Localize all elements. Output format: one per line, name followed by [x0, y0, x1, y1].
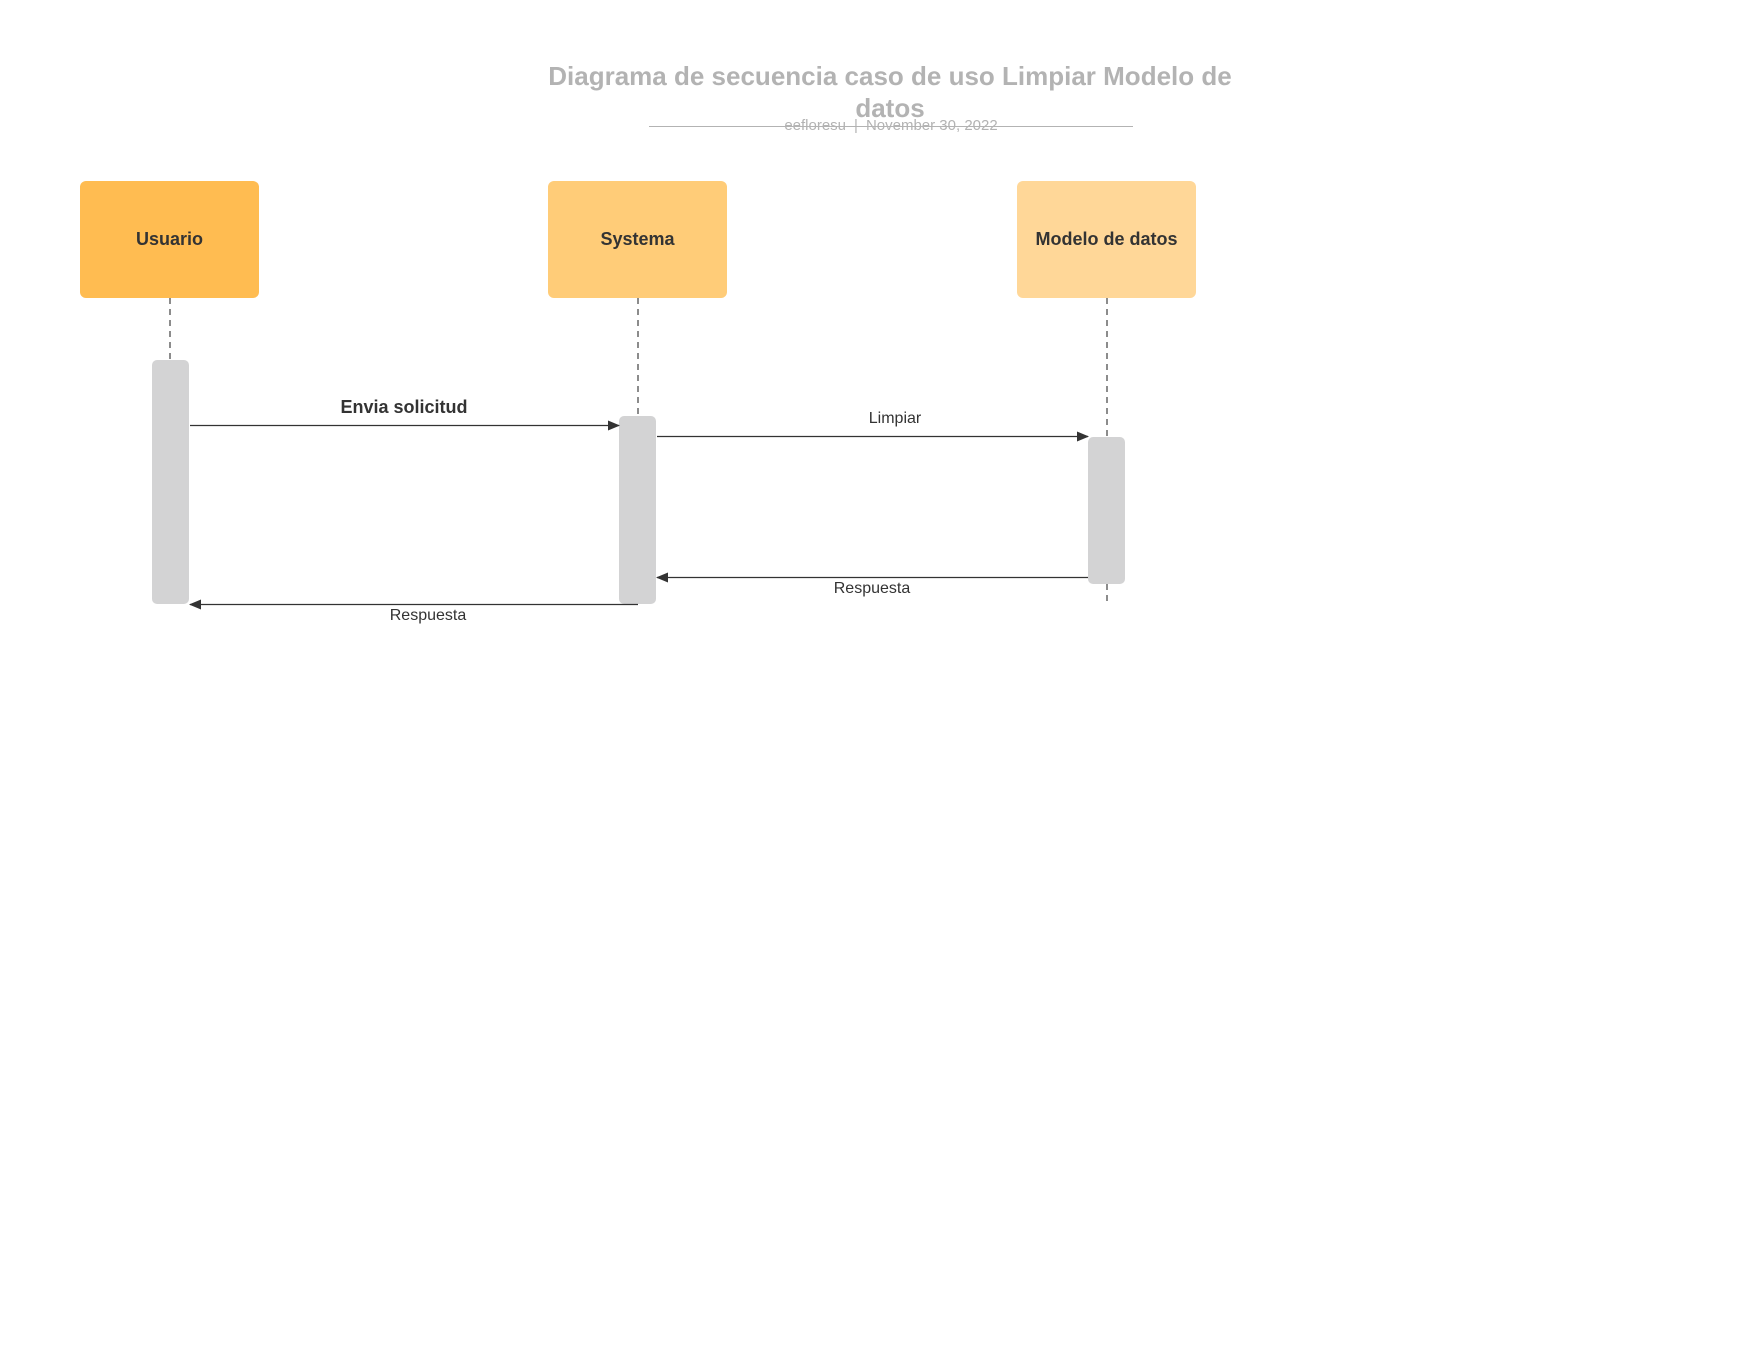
activation-modelo [1088, 437, 1125, 584]
subtitle-divider [649, 126, 1133, 127]
message-label-envia-solicitud: Envia solicitud [340, 397, 468, 417]
message-label-respuesta-systema: Respuesta [389, 607, 467, 624]
message-label-limpiar: Limpiar [868, 410, 922, 427]
diagram-date: November 30, 2022 [865, 117, 998, 134]
author-name: eefloresu [784, 117, 847, 134]
actor-systema[interactable]: Systema [548, 181, 727, 298]
subtitle-separator: | [854, 117, 858, 134]
activation-systema [619, 416, 656, 604]
actor-modelo-de-datos[interactable]: Modelo de datos [1017, 181, 1196, 298]
actor-usuario[interactable]: Usuario [80, 181, 259, 298]
diagram-title: Diagrama de secuencia caso de uso Limpia… [548, 61, 1232, 123]
activation-usuario [152, 360, 189, 604]
diagram-subtitle: eefloresu | November 30, 2022 [649, 117, 1133, 135]
message-label-respuesta-modelo: Respuesta [833, 580, 911, 597]
